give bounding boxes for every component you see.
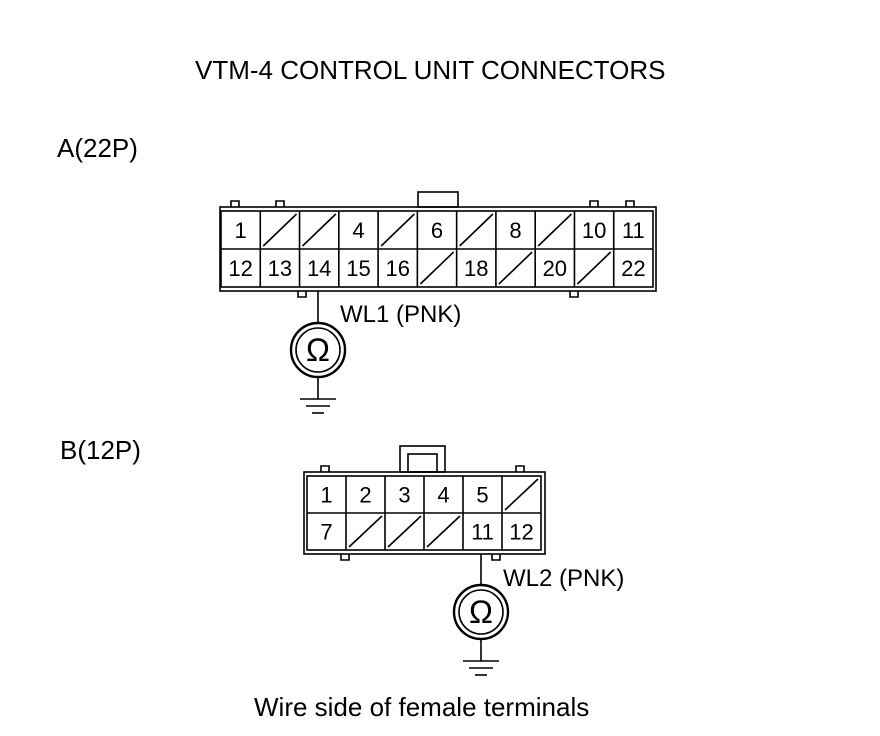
connector-b-probe: Ω WL2 (PNK) [452, 554, 624, 676]
connector-b-terminal-5: 5 [476, 483, 488, 508]
connector-b-top-key [515, 465, 525, 472]
connector-a-top-key [275, 200, 285, 207]
connector-a-empty-cavity [498, 251, 533, 285]
connector-a-label: A(22P) [57, 133, 138, 163]
connector-a-empty-cavity [419, 251, 455, 285]
connector-b-terminal-11: 11 [471, 520, 494, 545]
connector-a-terminal-15: 15 [346, 256, 370, 281]
connector-a-terminal-18: 18 [464, 256, 488, 281]
connector-b-bottom-key [340, 554, 350, 561]
connector-a-empty-cavity [537, 213, 573, 247]
connector-a-probe: Ω WL1 (PNK) [289, 291, 461, 414]
connector-b-terminal-1: 1 [320, 483, 332, 508]
connector-b-label: B(12P) [60, 435, 141, 465]
connector-b-wire-label: WL2 (PNK) [503, 565, 624, 592]
connector-b-lock-tab [399, 445, 446, 473]
connector-b-ohm-symbol: Ω [469, 594, 493, 630]
connector-a-empty-cavity [262, 213, 298, 247]
connector-a-terminal-4: 4 [352, 218, 364, 243]
connector-a-wire-label: WL1 (PNK) [340, 301, 461, 328]
connector-b-empty-cavity [504, 478, 539, 511]
connector-a-terminal-1: 1 [235, 218, 247, 243]
connector-b-empty-cavity [387, 515, 422, 548]
connector-a-empty-cavity [459, 213, 494, 247]
connector-a-terminal-10: 10 [582, 218, 606, 243]
connector-a-top-key [625, 200, 635, 207]
connector-a-empty-cavity [301, 213, 337, 247]
connector-a-ohmmeter-ring [295, 327, 341, 373]
connector-a-terminal-12: 12 [228, 256, 252, 281]
connector-b-terminal-12: 12 [509, 520, 533, 545]
connector-b-top-key [320, 465, 330, 472]
connector-a-empty-cavity [380, 213, 415, 247]
connector-b-terminal-3: 3 [398, 483, 410, 508]
connector-b-bottom-key [491, 554, 501, 561]
connector-a-ohm-symbol: Ω [306, 332, 330, 368]
connector-b-empty-cavity [348, 515, 383, 548]
connector-a-lock-tab [417, 191, 459, 208]
connector-a-terminal-11: 11 [622, 218, 645, 243]
connector-b-lock-tab-inner [407, 453, 438, 473]
connector-a-top-key [230, 200, 240, 207]
connector-a-bottom-key [297, 291, 307, 298]
connector-a-empty-cavity [576, 251, 612, 285]
connector-b-empty-cavity [426, 515, 461, 548]
connector-a-terminal-16: 16 [385, 256, 409, 281]
connector-a-terminal-20: 20 [543, 256, 567, 281]
connector-a-terminal-13: 13 [268, 256, 292, 281]
connector-a-terminal-6: 6 [431, 218, 443, 243]
diagram-title: VTM-4 CONTROL UNIT CONNECTORS [195, 55, 666, 85]
connector-a-terminal-14: 14 [307, 256, 331, 281]
diagram-caption: Wire side of female terminals [254, 692, 590, 722]
connector-a-terminal-8: 8 [509, 218, 521, 243]
connector-b-terminal-2: 2 [359, 483, 371, 508]
connector-b-terminal-7: 7 [320, 520, 332, 545]
connector-b-ohmmeter-ring [458, 589, 504, 635]
connector-a-terminal-22: 22 [621, 256, 645, 281]
connector-b-terminal-4: 4 [437, 483, 449, 508]
connector-a-bottom-key [569, 291, 579, 298]
connector-a-top-key [589, 200, 599, 207]
